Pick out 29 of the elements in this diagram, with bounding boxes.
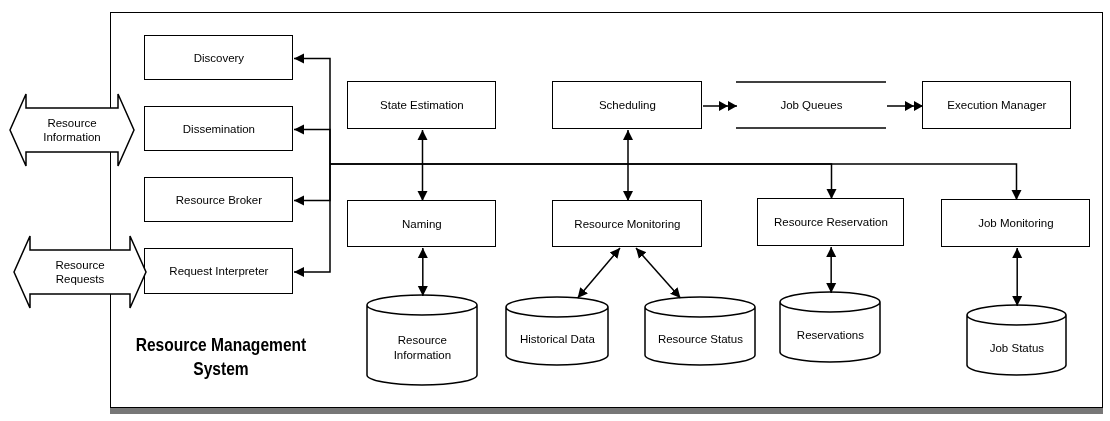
arrow [635,247,682,299]
database-cylinder: Reservations [779,292,882,363]
process-box: Resource Broker [144,177,294,223]
process-box: Request Interpreter [144,248,294,295]
arrow [293,163,331,277]
database-cylinder: Resource Information [366,295,479,386]
arrow [826,246,837,294]
arrow [417,129,428,202]
arrow [576,247,621,299]
process-box: Scheduling [552,81,703,130]
double-block-arrow: Resource Requests [14,236,146,308]
process-box: Resource Monitoring [552,200,703,248]
arrow [417,247,428,297]
arrow [329,163,1022,201]
process-box: Job Monitoring [941,199,1091,248]
system-title: Resource Management System [134,333,308,381]
database-cylinder: Historical Data [505,297,610,366]
process-box: Naming [347,200,497,248]
process-box: Dissemination [144,106,294,152]
process-box: State Estimation [347,81,497,130]
double-block-arrow: Resource Information [10,94,134,166]
arrow [293,124,331,165]
database-cylinder: Job Status [966,305,1068,376]
database-cylinder: Resource Status [644,297,757,366]
process-box: Resource Reservation [757,198,905,247]
process-box: Discovery [144,35,294,81]
process-box: Execution Manager [922,81,1072,130]
arrow [1012,247,1023,307]
arrow [623,129,633,202]
